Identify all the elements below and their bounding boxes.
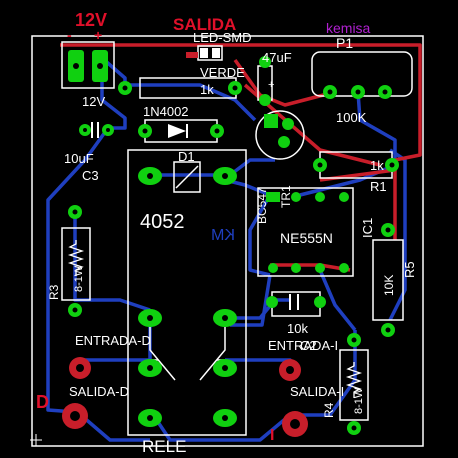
resistor-r3-outline [61, 227, 91, 301]
resistor-r1-value: 1k [370, 158, 384, 173]
relay-coil-diagonal [175, 165, 199, 189]
salida-i-label: SALIDA-I [290, 384, 344, 399]
pads [68, 50, 108, 82]
transistor-pads [264, 114, 294, 148]
salida-red-label: SALIDA [173, 15, 236, 34]
pad-holes [72, 85, 395, 431]
power-12v-white-label: 12V [82, 94, 105, 109]
resistor-r1-label: R1 [370, 179, 387, 194]
led-smd-pads [186, 48, 220, 58]
salida-d-label: SALIDA-D [69, 384, 129, 399]
power-12v-red-label: 12V [75, 10, 107, 30]
diode-1n4002-label: 1N4002 [143, 104, 189, 119]
board-outline [31, 35, 424, 447]
cap-c3-label: C3 [82, 168, 99, 183]
relay-coil-symbol [173, 161, 201, 193]
diode-d1-label: D1 [178, 149, 195, 164]
transistor-bc547-label: BC547 [255, 187, 269, 224]
resistor-r4-outline [339, 349, 369, 421]
d-red-label: D [36, 392, 49, 412]
relay-rele-label: RELE [142, 437, 186, 456]
relay-switch-right [199, 318, 226, 381]
relay-outline [127, 149, 247, 436]
cap-10k-label: 10k [287, 321, 308, 336]
capacitor-symbols [91, 122, 299, 310]
transistor-outline [255, 110, 305, 160]
cap-47uf-plus-marker: + [268, 79, 274, 91]
verde-label: VERDE [200, 65, 245, 80]
power-connector-outline [61, 41, 115, 89]
relay-km-label: KM [211, 227, 235, 244]
power-minus-label: - [67, 27, 72, 43]
resistor-r4-label: R4 [322, 402, 336, 418]
cap-c2-label: C2 [300, 338, 317, 353]
pot-100k-label: 100K [336, 110, 367, 125]
cap-c2-outline [271, 291, 321, 317]
ic-ne555n-label: NE555N [280, 230, 333, 246]
resistor-r5-value: 10K [382, 275, 396, 296]
kemisa-label: kemisa [326, 20, 371, 36]
resistor-r3-value: 8-1W [73, 265, 85, 292]
i-red-label: I [270, 427, 274, 444]
resistor-r5-outline [372, 239, 404, 321]
ic-pads [266, 192, 349, 273]
entrada-i-label: ENTRADA-I [268, 338, 338, 353]
cap-47uf-label: 47uF [262, 50, 292, 65]
round-pads [68, 56, 399, 435]
diode-symbol [168, 124, 188, 138]
top-copper-traces [60, 43, 422, 272]
resistor-zigzags [67, 240, 363, 398]
power-plus-label: + [94, 27, 102, 43]
ic1-outline [257, 187, 354, 277]
bottom-copper-traces [46, 56, 407, 442]
cap-10uf-label: 10uF [64, 151, 94, 166]
relay-switch-left [149, 318, 176, 381]
resistor-r3-label: R3 [47, 284, 61, 300]
entrada-d-label: ENTRADA-D [75, 333, 151, 348]
ic1-label: IC1 [360, 218, 375, 238]
relay-symbols [149, 161, 226, 381]
resistor-1k-top-label: 1k [200, 82, 214, 97]
audio-terminals [62, 357, 308, 437]
relay-4052-label: 4052 [140, 211, 185, 233]
resistor-r4-value: 8-1W [353, 387, 365, 414]
relay-pads [138, 167, 237, 427]
led-smd-label: LED-SMD [193, 30, 252, 45]
resistor-r5-label: R5 [402, 261, 417, 278]
p1-label: P1 [336, 35, 353, 51]
labels: 12V - + 12V SALIDA LED-SMD VERDE 47uF ke… [36, 10, 417, 456]
corner-marks [30, 434, 42, 446]
transistor-tr1-label: TR1 [279, 185, 293, 208]
